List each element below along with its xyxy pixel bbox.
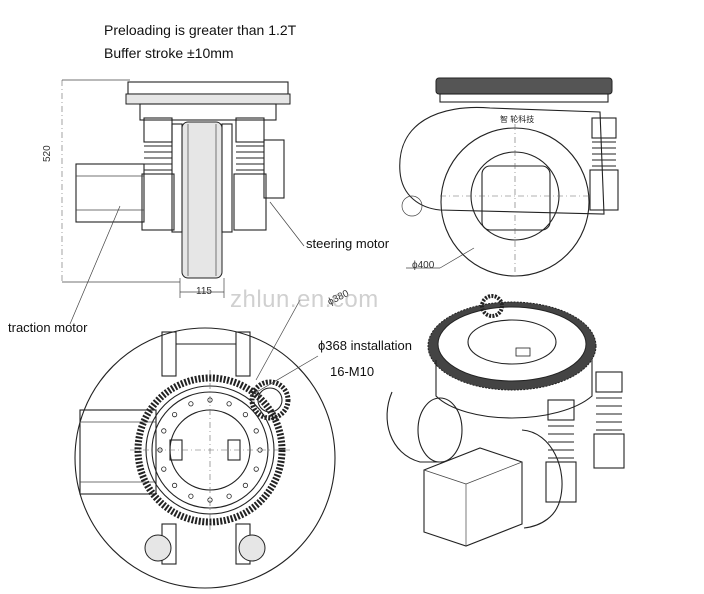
spec-preloading: Preloading is greater than 1.2T	[104, 22, 297, 38]
wheel-icon	[521, 429, 563, 529]
bolt-hole	[226, 401, 232, 407]
spec-buffer-stroke: Buffer stroke ±10mm	[104, 45, 234, 61]
label-installation: ϕ368 installation	[318, 338, 413, 353]
dim-height-520: 520	[42, 145, 53, 162]
spring-shock-icon	[589, 117, 619, 211]
pinion-gear-icon	[249, 379, 291, 421]
bolt-hole	[161, 466, 167, 472]
gear-ring-icon	[435, 77, 613, 95]
plan-view	[399, 77, 619, 277]
watermark: zhlun.en.com	[230, 286, 379, 313]
bolt-hole	[242, 411, 248, 418]
isometric-view	[386, 294, 625, 547]
spring-shock-icon	[593, 371, 625, 469]
dim-diameter-400: ϕ400	[412, 260, 435, 271]
bolt-hole	[226, 493, 232, 499]
spring-shock-icon	[545, 399, 577, 503]
wheel-icon	[181, 121, 223, 279]
top-view	[74, 299, 336, 589]
bolt-hole	[253, 466, 259, 472]
motor-housing-icon	[423, 447, 523, 547]
label-steering-motor: steering motor	[306, 236, 390, 251]
dim-width-115: 115	[196, 286, 212, 297]
bolt-hole	[161, 428, 167, 434]
bolt-hole	[172, 482, 178, 488]
gear-ring-icon	[427, 301, 597, 391]
pinion-gear-icon	[480, 294, 504, 318]
bolt-hole	[242, 482, 248, 488]
bolt-hole	[188, 493, 194, 499]
spring-shock-icon	[233, 117, 267, 231]
spring-shock-icon	[141, 117, 175, 231]
label-bolts: 16-M10	[330, 364, 375, 379]
front-view	[61, 79, 305, 325]
nameplate: 智 轮科技	[500, 115, 535, 124]
bolt-hole	[253, 428, 259, 434]
bolt-hole	[188, 401, 194, 407]
motor-housing-icon	[75, 163, 145, 223]
label-traction-motor: traction motor	[8, 320, 88, 335]
bolt-hole	[172, 411, 178, 418]
